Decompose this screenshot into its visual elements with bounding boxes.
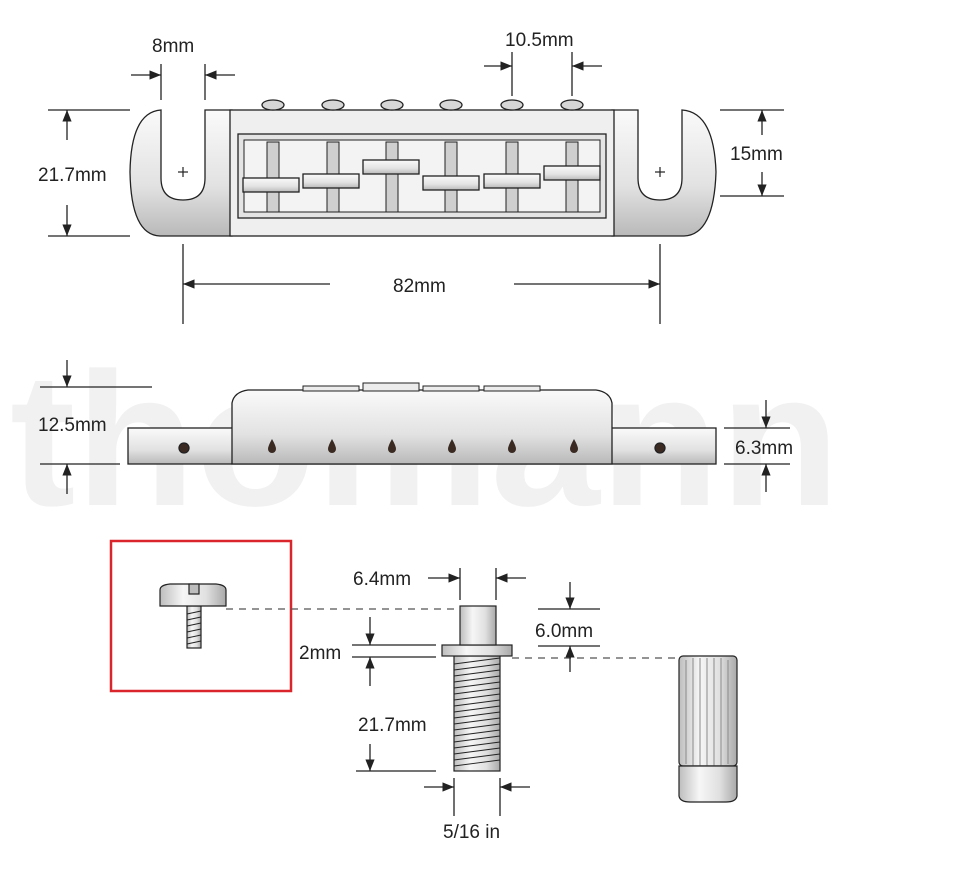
small-screw	[159, 583, 227, 649]
post-top	[459, 605, 497, 646]
right-mount-wing	[611, 109, 717, 237]
string-holes	[268, 439, 578, 453]
dim-label-21-7mm-top: 21.7mm	[38, 165, 107, 186]
mount-hole-marks	[178, 167, 665, 177]
side-mount-hole-left	[178, 442, 190, 454]
post-flange	[441, 644, 513, 657]
dim-label-12-5mm: 12.5mm	[38, 415, 107, 436]
saddle-1	[242, 177, 300, 193]
dim-label-5-16-in: 5/16 in	[443, 822, 500, 843]
dim-label-6-0mm: 6.0mm	[535, 621, 593, 642]
saddle-4	[422, 175, 480, 191]
bridge-top-view	[129, 99, 717, 237]
saddle-3	[362, 159, 420, 175]
dim-label-10-5mm: 10.5mm	[505, 30, 574, 51]
dim-label-15mm: 15mm	[730, 144, 783, 165]
dim-label-8mm: 8mm	[152, 36, 194, 57]
dim-label-6-3mm: 6.3mm	[735, 438, 793, 459]
knurled-sleeve	[678, 655, 738, 803]
side-raised-body	[231, 389, 613, 465]
dim-label-21-7mm-post: 21.7mm	[358, 715, 427, 736]
alignment-dashes	[226, 608, 684, 659]
side-view-dimension-lines	[40, 360, 790, 494]
intonation-screw-heads	[261, 99, 584, 111]
bridge-side-view	[127, 382, 717, 465]
saddle-6	[543, 165, 601, 181]
left-mount-wing	[129, 109, 233, 237]
threaded-post	[441, 605, 513, 772]
parts-dimension-lines	[352, 568, 600, 816]
dim-label-82mm: 82mm	[393, 276, 446, 297]
top-view-dimension-lines	[48, 52, 784, 324]
highlight-box	[109, 539, 293, 693]
dim-label-2mm: 2mm	[299, 643, 341, 664]
side-mount-hole-right	[654, 442, 666, 454]
saddles	[242, 159, 601, 193]
saddle-2	[302, 173, 360, 189]
dim-label-6-4mm: 6.4mm	[353, 569, 411, 590]
saddle-5	[483, 173, 541, 189]
